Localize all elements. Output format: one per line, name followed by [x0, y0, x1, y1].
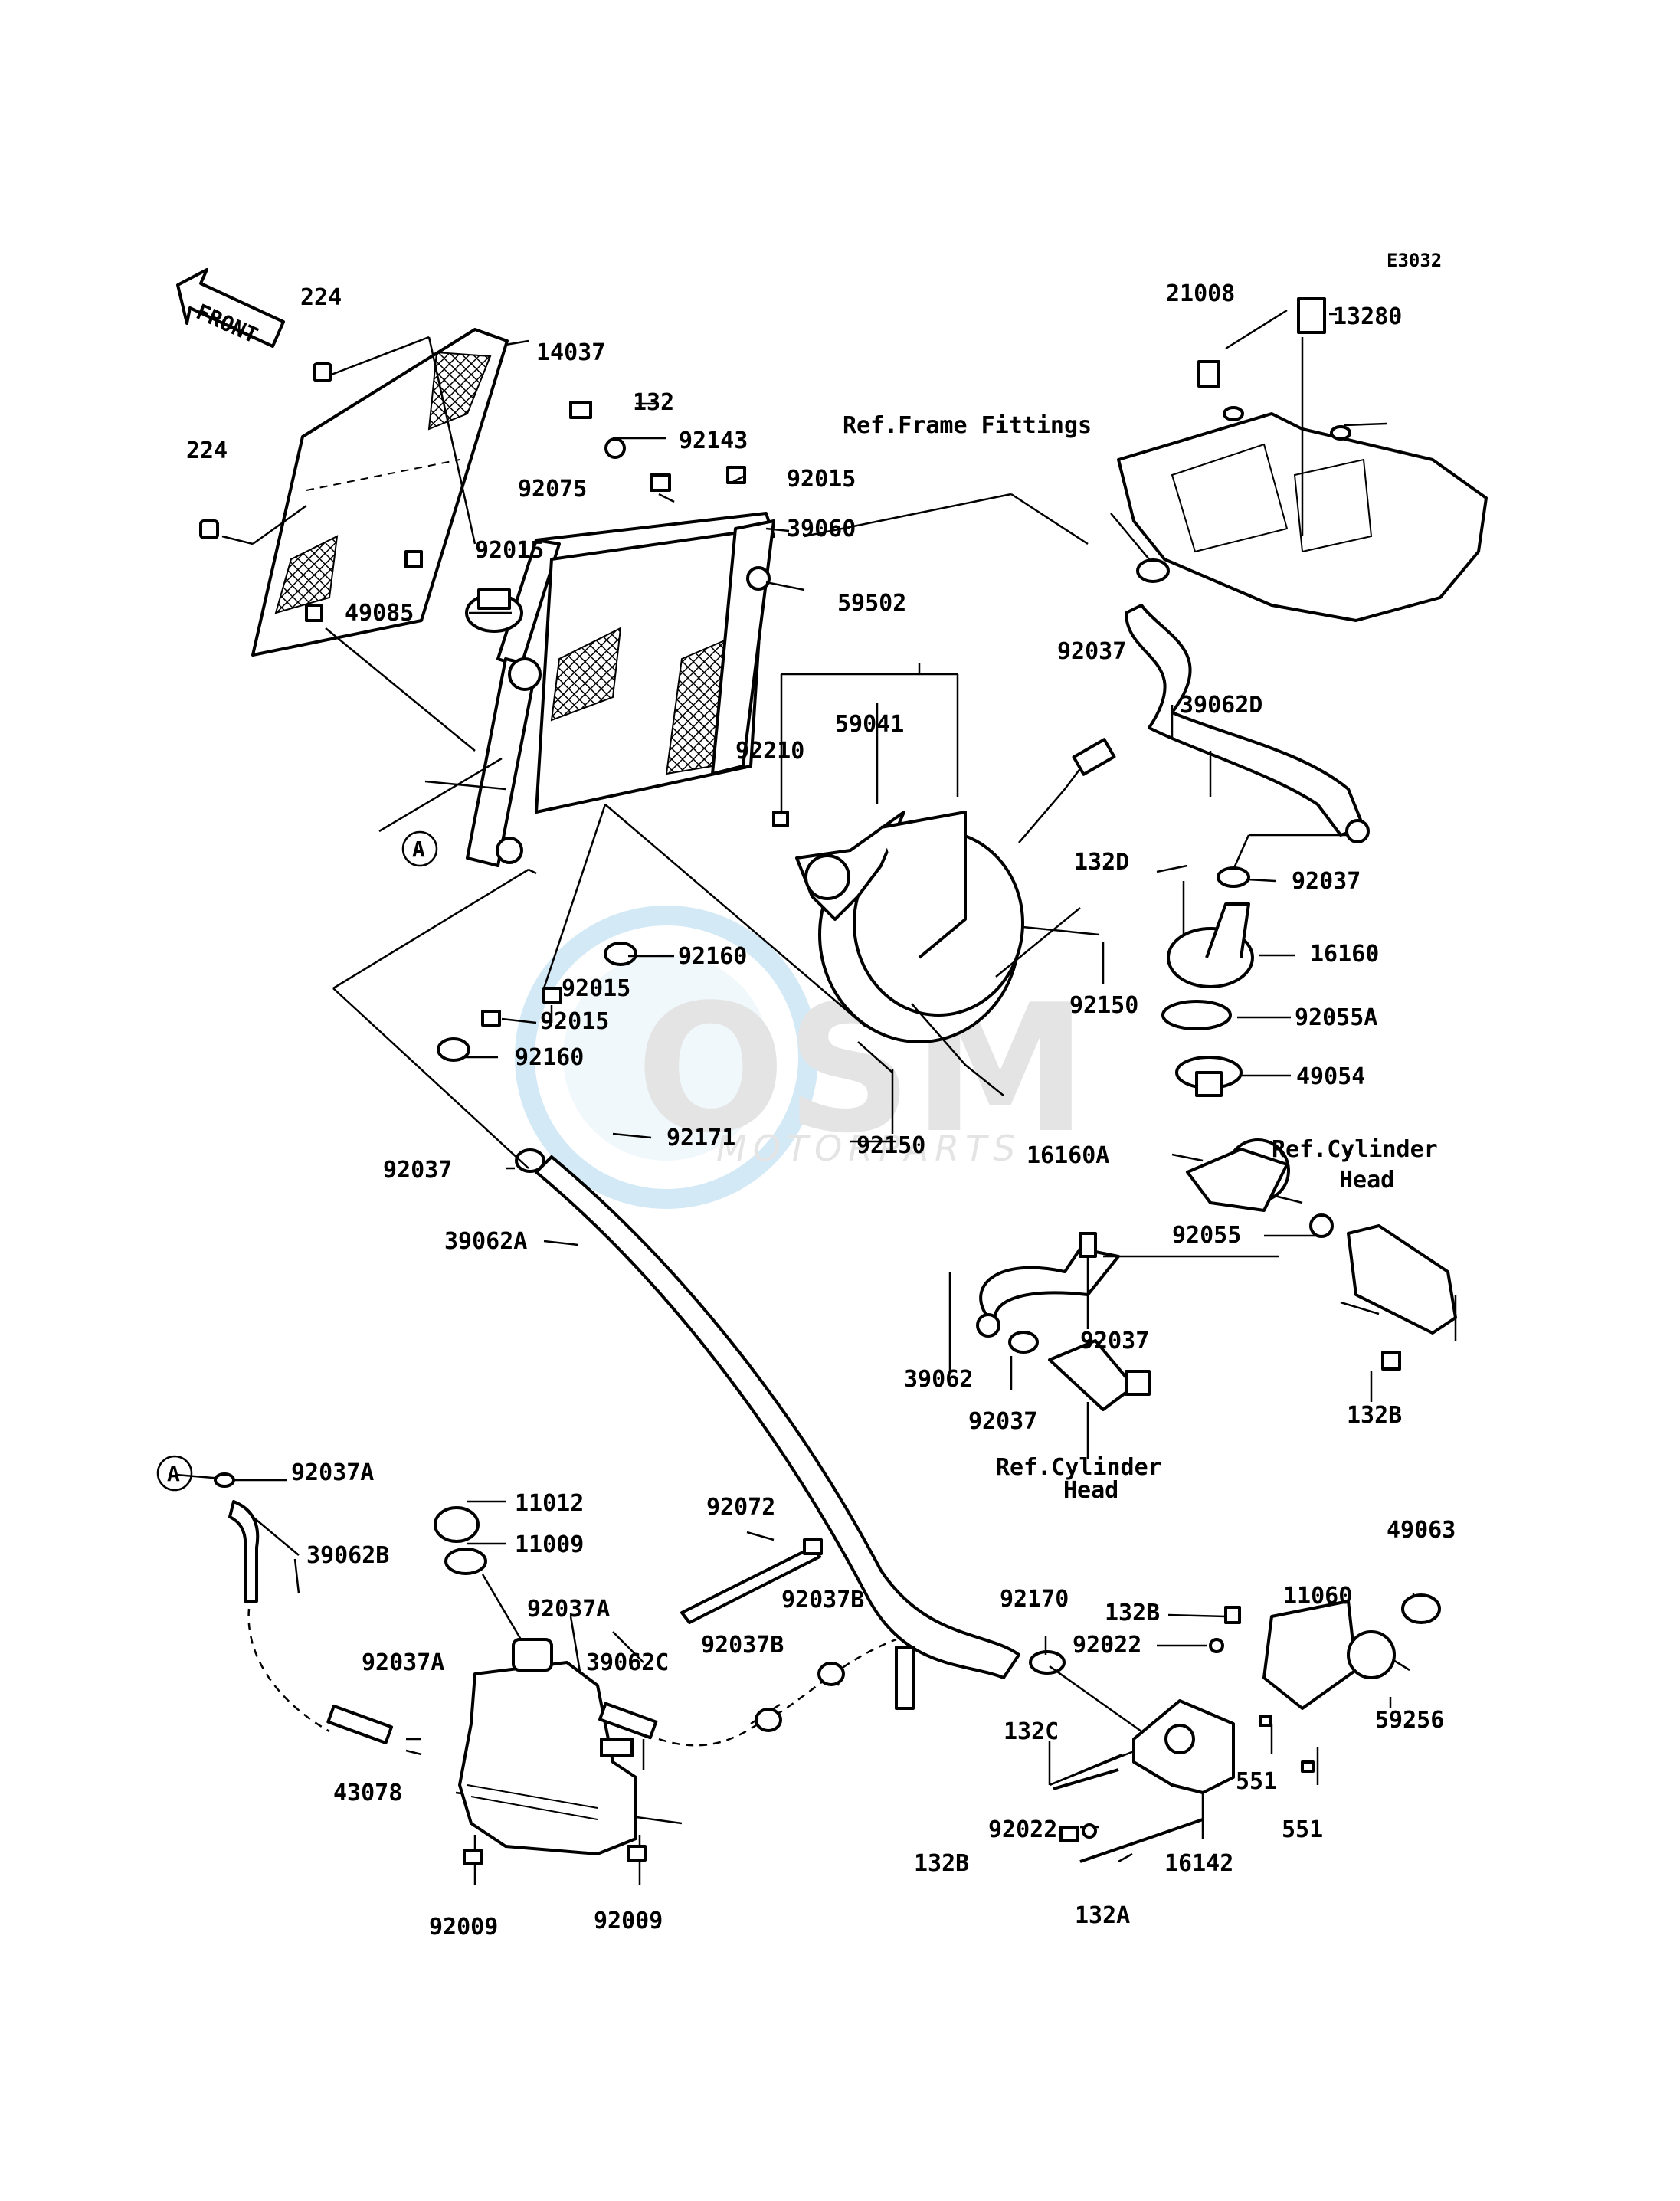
coolant-reservoir [434, 1506, 647, 1865]
label-39060: 39060 [787, 516, 856, 542]
label-92022-b: 92022 [988, 1816, 1057, 1843]
label-92150-b: 92150 [856, 1132, 925, 1159]
label-21008: 21008 [1166, 280, 1235, 307]
label-16160a: 16160A [1027, 1142, 1109, 1169]
hose-clamp-icon [515, 558, 1250, 1675]
label-92037a-b: 92037A [527, 1596, 610, 1623]
label-11060: 11060 [1283, 1583, 1352, 1610]
ref-cylinder-head-2: Ref.Cylinder [996, 1454, 1162, 1481]
thermostat-housing [1161, 902, 1334, 1238]
label-92015-a: 92015 [787, 466, 856, 493]
label-92150-a: 92150 [1069, 992, 1138, 1019]
label-92037-c: 92037 [383, 1157, 452, 1184]
label-49063: 49063 [1387, 1517, 1456, 1544]
label-92143: 92143 [679, 427, 748, 454]
ref-cylinder-head-1: Ref.Cylinder [1272, 1136, 1438, 1163]
label-92055a: 92055A [1295, 1004, 1377, 1031]
label-39062b: 39062B [306, 1542, 389, 1569]
label-92171: 92171 [666, 1125, 735, 1151]
fuse-holder-icon [1197, 297, 1326, 388]
label-92037b-b: 92037B [701, 1632, 784, 1659]
label-39062d: 39062D [1180, 692, 1262, 719]
label-92037a-c: 92037A [362, 1649, 444, 1676]
label-551-a: 551 [1236, 1768, 1277, 1795]
part-labels: 224 224 14037 132 92143 92075 92015 9201… [186, 280, 1456, 1941]
ref-marker-a-1-text: A [412, 837, 425, 862]
ref-cylinder-head-1b: Head [1339, 1167, 1394, 1194]
hose-39062d [1125, 604, 1370, 843]
label-92015-d: 92015 [540, 1008, 609, 1035]
grommet-icon [437, 942, 637, 1062]
watermark-sub: MOTORPARTS [716, 1128, 1021, 1169]
hose-39062a [535, 1155, 1020, 1679]
label-132b-a: 132B [1347, 1402, 1402, 1429]
ref-frame-fittings: Ref.Frame Fittings [843, 412, 1092, 439]
thermostat-icon [1175, 1056, 1243, 1097]
label-92037-e: 92037 [968, 1408, 1037, 1435]
coolant-pipe-right [1347, 1224, 1457, 1371]
label-59256: 59256 [1375, 1707, 1444, 1734]
label-16160: 16160 [1310, 941, 1379, 968]
hose-39062b [214, 1472, 394, 1744]
label-92160-b: 92160 [515, 1044, 584, 1071]
label-13280: 13280 [1333, 303, 1402, 330]
label-43078: 43078 [333, 1780, 402, 1806]
zip-tie-icon [680, 1538, 823, 1624]
hose-39062c [598, 1638, 915, 1747]
label-49085: 49085 [345, 600, 414, 627]
label-14037: 14037 [536, 339, 605, 366]
ref-marker-a-1: A [401, 830, 438, 867]
radiator [466, 512, 775, 867]
label-59502: 59502 [837, 590, 906, 617]
diagram-code: E3032 [1387, 250, 1442, 271]
label-11012: 11012 [515, 1490, 584, 1517]
label-132b-b: 132B [1105, 1600, 1160, 1626]
label-92037b-a: 92037B [781, 1587, 864, 1613]
label-224-left: 224 [186, 437, 228, 464]
label-49054: 49054 [1296, 1063, 1365, 1090]
label-92015-b: 92015 [475, 537, 544, 564]
label-92170: 92170 [1000, 1586, 1069, 1613]
label-92055: 92055 [1172, 1222, 1241, 1249]
label-92072: 92072 [706, 1494, 775, 1521]
water-pump [1053, 1593, 1441, 1863]
label-92015-c: 92015 [562, 975, 630, 1002]
label-39062c: 39062C [586, 1649, 669, 1676]
ref-marker-a-2: A [156, 1455, 193, 1492]
label-92210: 92210 [735, 738, 804, 765]
label-551-b: 551 [1282, 1816, 1323, 1843]
label-92037a-a: 92037A [291, 1459, 374, 1486]
label-11009: 11009 [515, 1531, 584, 1558]
hose-39062 [976, 1232, 1120, 1338]
label-224-top: 224 [300, 284, 342, 311]
label-92022-a: 92022 [1073, 1632, 1141, 1659]
bolt-224-icon [199, 362, 332, 539]
ref-cylinder-head-2b: Head [1063, 1477, 1118, 1504]
label-92037-top: 92037 [1057, 638, 1126, 665]
label-92037-d: 92037 [1080, 1328, 1149, 1354]
ref-marker-a-2-text: A [167, 1461, 180, 1486]
label-132d: 132D [1074, 849, 1129, 876]
cooling-fan [795, 738, 1116, 1096]
label-39062: 39062 [904, 1366, 973, 1393]
label-59041: 59041 [835, 711, 904, 738]
radiator-screen [251, 328, 509, 657]
front-arrow-icon: FRONT [176, 268, 285, 349]
radiator-cap-icon [465, 588, 523, 633]
label-92009-a: 92009 [429, 1914, 498, 1941]
label-132b-c: 132B [914, 1850, 969, 1877]
clips-icon [481, 401, 789, 1027]
label-92037-b: 92037 [1292, 868, 1361, 895]
label-92009-b: 92009 [594, 1908, 663, 1934]
label-92075: 92075 [518, 476, 587, 503]
label-16142: 16142 [1164, 1850, 1233, 1877]
label-132c: 132C [1004, 1718, 1059, 1745]
label-39062a: 39062A [444, 1228, 527, 1255]
cylinder-pipe [1048, 1339, 1151, 1411]
label-92160-a: 92160 [678, 943, 747, 970]
label-132: 132 [633, 389, 674, 416]
label-132a: 132A [1075, 1902, 1130, 1929]
